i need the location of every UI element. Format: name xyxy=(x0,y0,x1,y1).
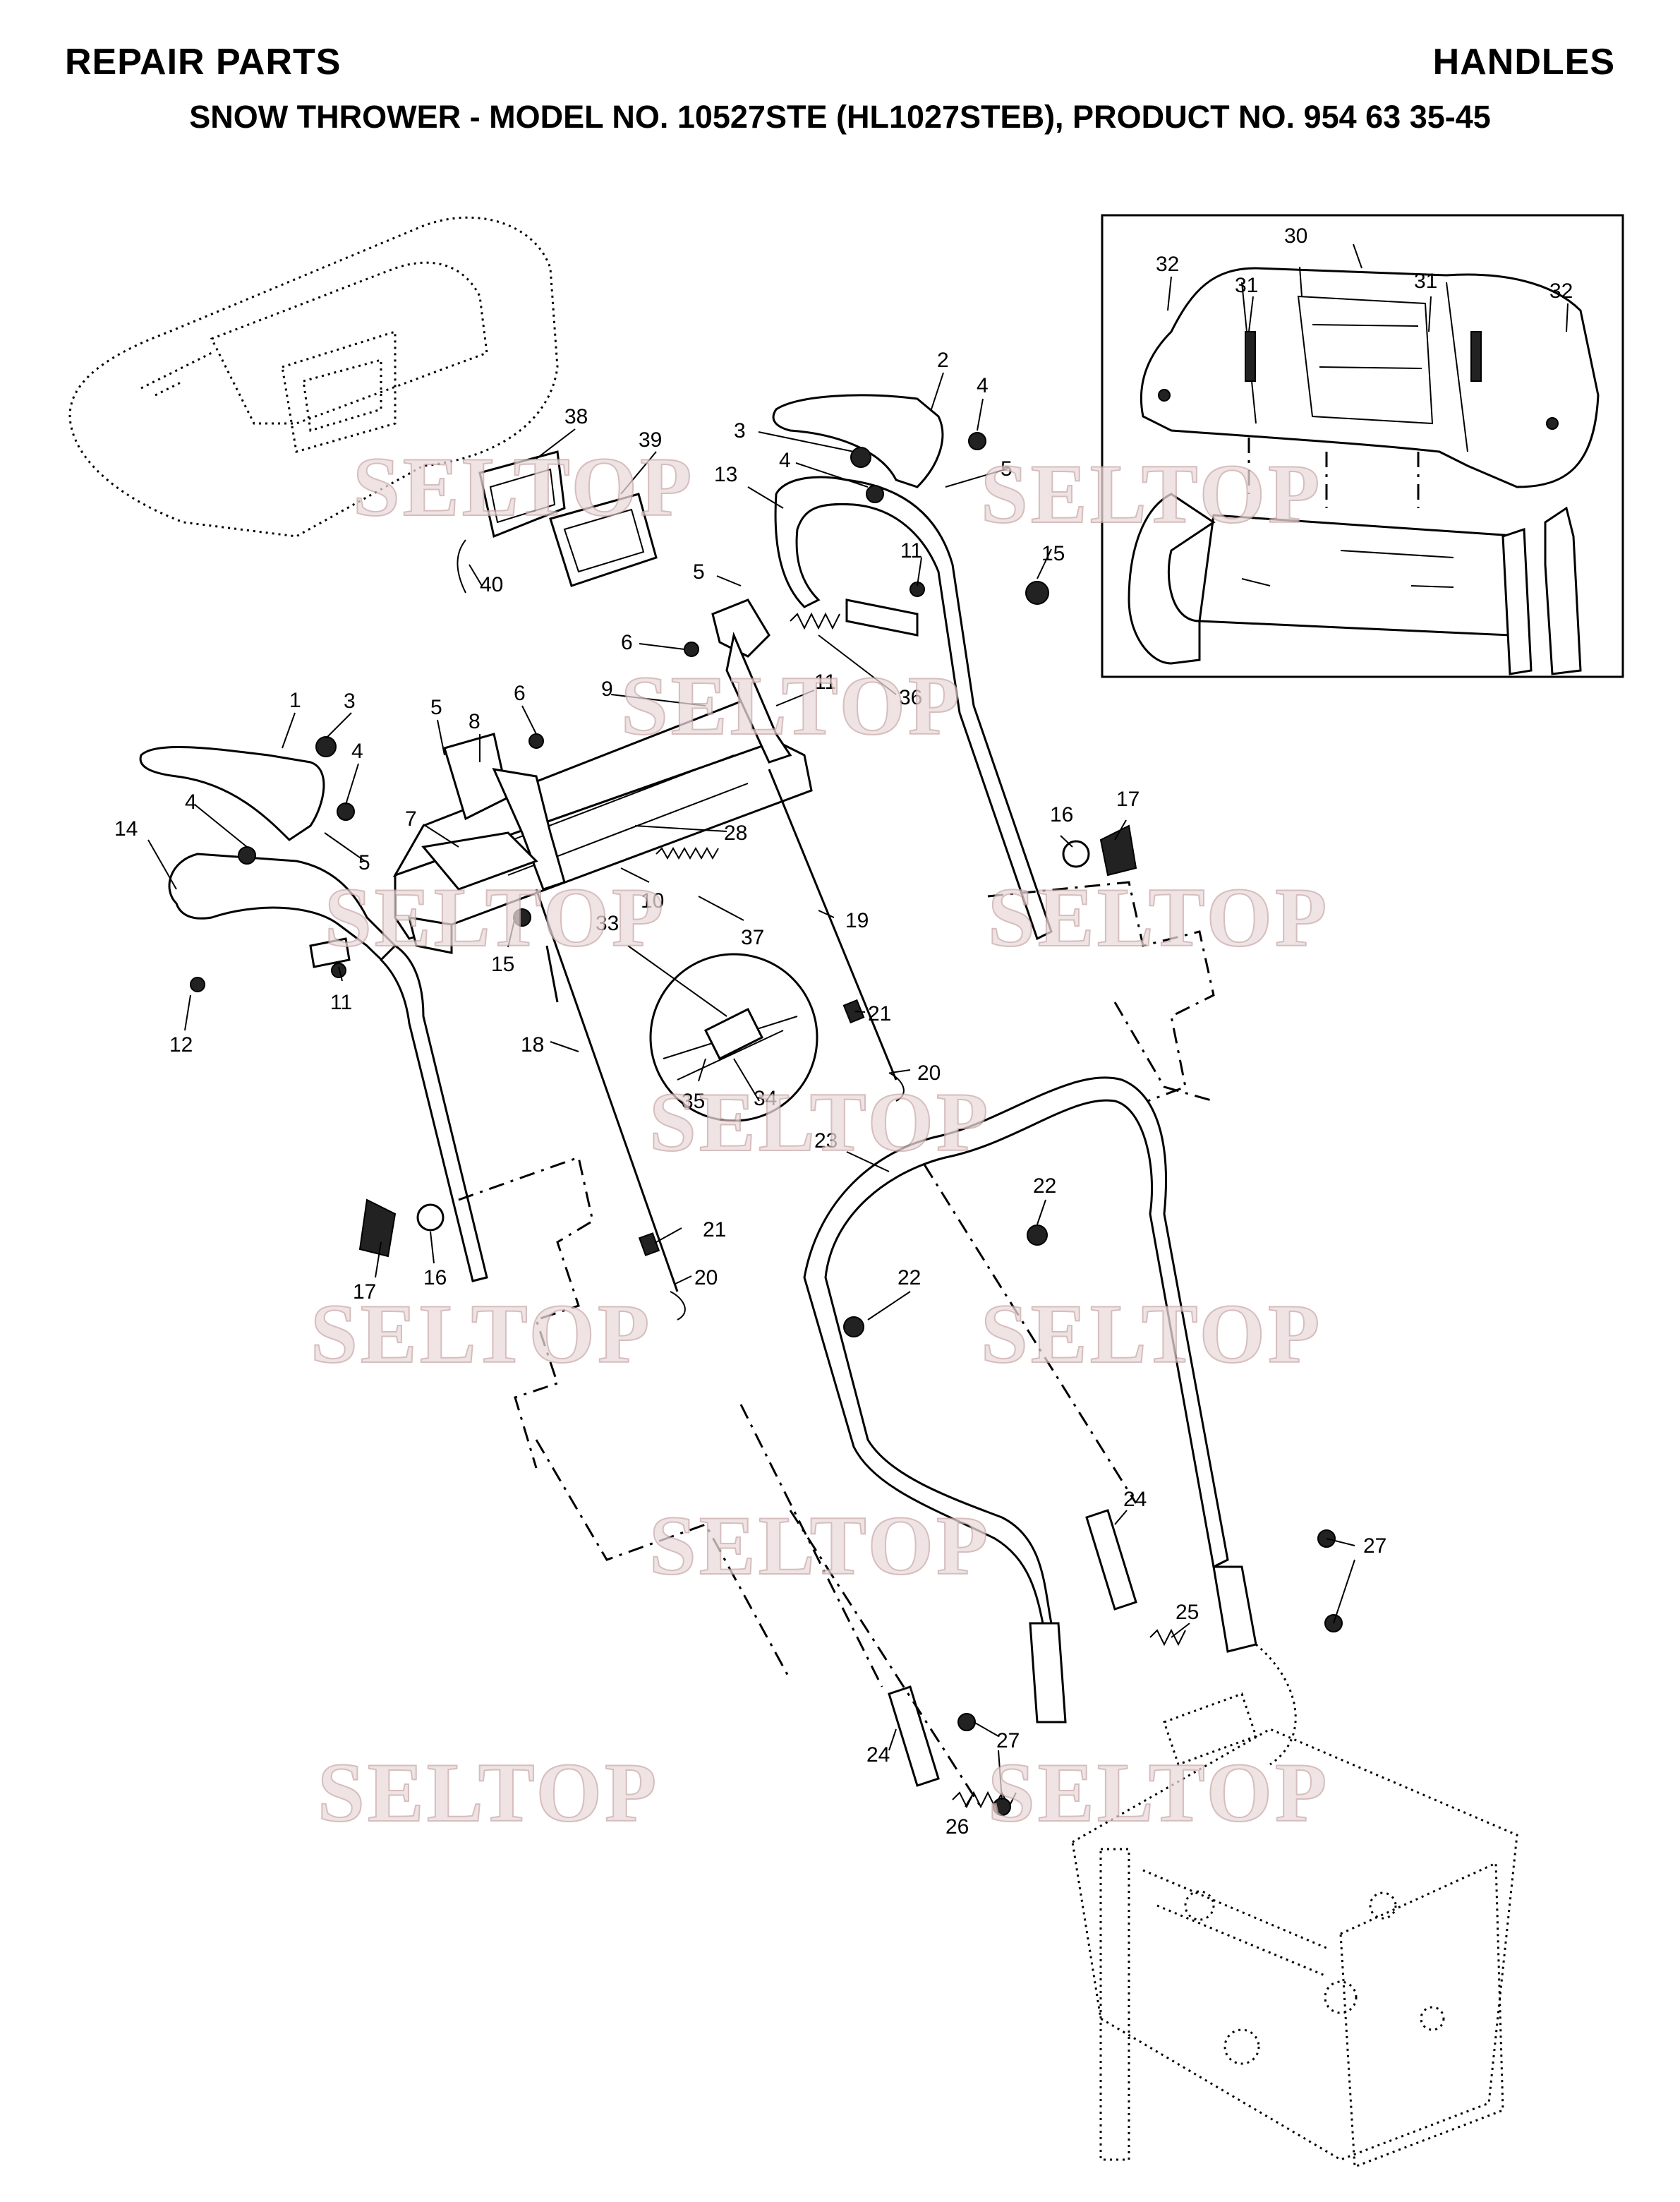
callout-28: 28 xyxy=(724,822,747,845)
callout-38: 38 xyxy=(564,405,588,428)
callout-7: 7 xyxy=(405,807,417,831)
callout-11: 11 xyxy=(814,670,836,694)
callout-31: 31 xyxy=(1235,274,1258,297)
callout-24: 24 xyxy=(1123,1488,1147,1511)
callout-16: 16 xyxy=(1050,803,1073,826)
callout-4: 4 xyxy=(779,449,791,472)
callout-20: 20 xyxy=(694,1266,718,1289)
watermark: SELTOP xyxy=(981,1287,1322,1380)
callout-1: 1 xyxy=(289,689,301,712)
watermarks: SELTOP SELTOP SELTOP SELTOP SELTOP SELTO… xyxy=(310,439,1329,1840)
lower-handle-assembly xyxy=(535,1076,1343,1816)
callout-26: 26 xyxy=(945,1815,969,1839)
watermark: SELTOP xyxy=(649,1498,991,1592)
watermark: SELTOP xyxy=(325,870,666,964)
callout-4: 4 xyxy=(185,790,197,814)
callout-6: 6 xyxy=(514,682,526,705)
callout-10: 10 xyxy=(641,889,664,913)
callout-27: 27 xyxy=(1363,1534,1386,1558)
callout-3: 3 xyxy=(344,690,356,713)
callout-32: 32 xyxy=(1549,279,1573,303)
callout-25: 25 xyxy=(1176,1601,1199,1624)
callout-30: 30 xyxy=(1284,224,1307,248)
chassis-outline xyxy=(1071,1643,1518,2169)
watermark: SELTOP xyxy=(988,870,1329,964)
callout-32: 32 xyxy=(1156,253,1179,276)
page-title: REPAIR PARTS xyxy=(65,42,342,83)
callout-5: 5 xyxy=(430,696,442,719)
model-subtitle: SNOW THROWER - MODEL NO. 10527STE (HL102… xyxy=(189,99,1491,135)
callout-17: 17 xyxy=(1116,788,1140,811)
callout-21: 21 xyxy=(868,1002,891,1025)
watermark: SELTOP xyxy=(988,1745,1329,1839)
callout-35: 35 xyxy=(682,1090,705,1113)
watermark: SELTOP xyxy=(353,440,694,534)
callout-39: 39 xyxy=(639,428,662,452)
section-title: HANDLES xyxy=(1432,42,1615,83)
callout-37: 37 xyxy=(741,926,764,949)
callout-5: 5 xyxy=(693,560,705,584)
callout-40: 40 xyxy=(480,573,503,596)
callout-15: 15 xyxy=(1041,542,1065,565)
callout-5: 5 xyxy=(358,851,370,874)
callout-labels: 1 2 3 3 4 4 4 4 5 5 5 5 6 6 7 8 9 10 11 … xyxy=(114,349,1386,1839)
leader-lines xyxy=(147,372,1355,1807)
watermark: SELTOP xyxy=(318,1745,659,1839)
callout-11: 11 xyxy=(900,539,922,562)
callout-22: 22 xyxy=(1033,1174,1056,1198)
watermark: SELTOP xyxy=(649,1075,991,1169)
callout-11: 11 xyxy=(330,991,352,1014)
control-panel-assembly xyxy=(139,394,1215,1469)
callout-13: 13 xyxy=(714,463,737,486)
callout-17: 17 xyxy=(353,1280,376,1304)
callout-4: 4 xyxy=(351,740,363,763)
callout-31: 31 xyxy=(1414,270,1437,293)
light-assembly: 38 39 40 xyxy=(457,405,662,596)
callout-27: 27 xyxy=(996,1729,1020,1752)
callout-2: 2 xyxy=(937,349,949,372)
callout-23: 23 xyxy=(814,1129,838,1153)
callout-8: 8 xyxy=(469,710,481,733)
callout-24: 24 xyxy=(866,1743,890,1767)
callout-19: 19 xyxy=(845,909,869,932)
callout-18: 18 xyxy=(521,1033,544,1057)
callout-22: 22 xyxy=(898,1266,921,1289)
callout-5: 5 xyxy=(1001,457,1013,481)
callout-36: 36 xyxy=(899,686,922,709)
callout-16: 16 xyxy=(423,1266,447,1289)
callout-33: 33 xyxy=(596,912,619,935)
watermark: SELTOP xyxy=(621,658,962,752)
callout-6: 6 xyxy=(621,631,633,654)
callout-15: 15 xyxy=(491,953,514,976)
callout-34: 34 xyxy=(754,1087,777,1110)
inset-dashboard-detail: 30 31 31 32 32 xyxy=(1101,214,1624,678)
callout-9: 9 xyxy=(601,678,613,701)
callout-21: 21 xyxy=(703,1218,726,1241)
callout-14: 14 xyxy=(114,817,138,841)
callout-3: 3 xyxy=(734,419,746,443)
callout-12: 12 xyxy=(169,1033,193,1057)
upper-housing-outline xyxy=(68,216,559,538)
watermark: SELTOP xyxy=(310,1287,652,1380)
callout-20: 20 xyxy=(917,1061,941,1085)
watermark: SELTOP xyxy=(981,447,1322,541)
callout-4: 4 xyxy=(977,374,989,397)
